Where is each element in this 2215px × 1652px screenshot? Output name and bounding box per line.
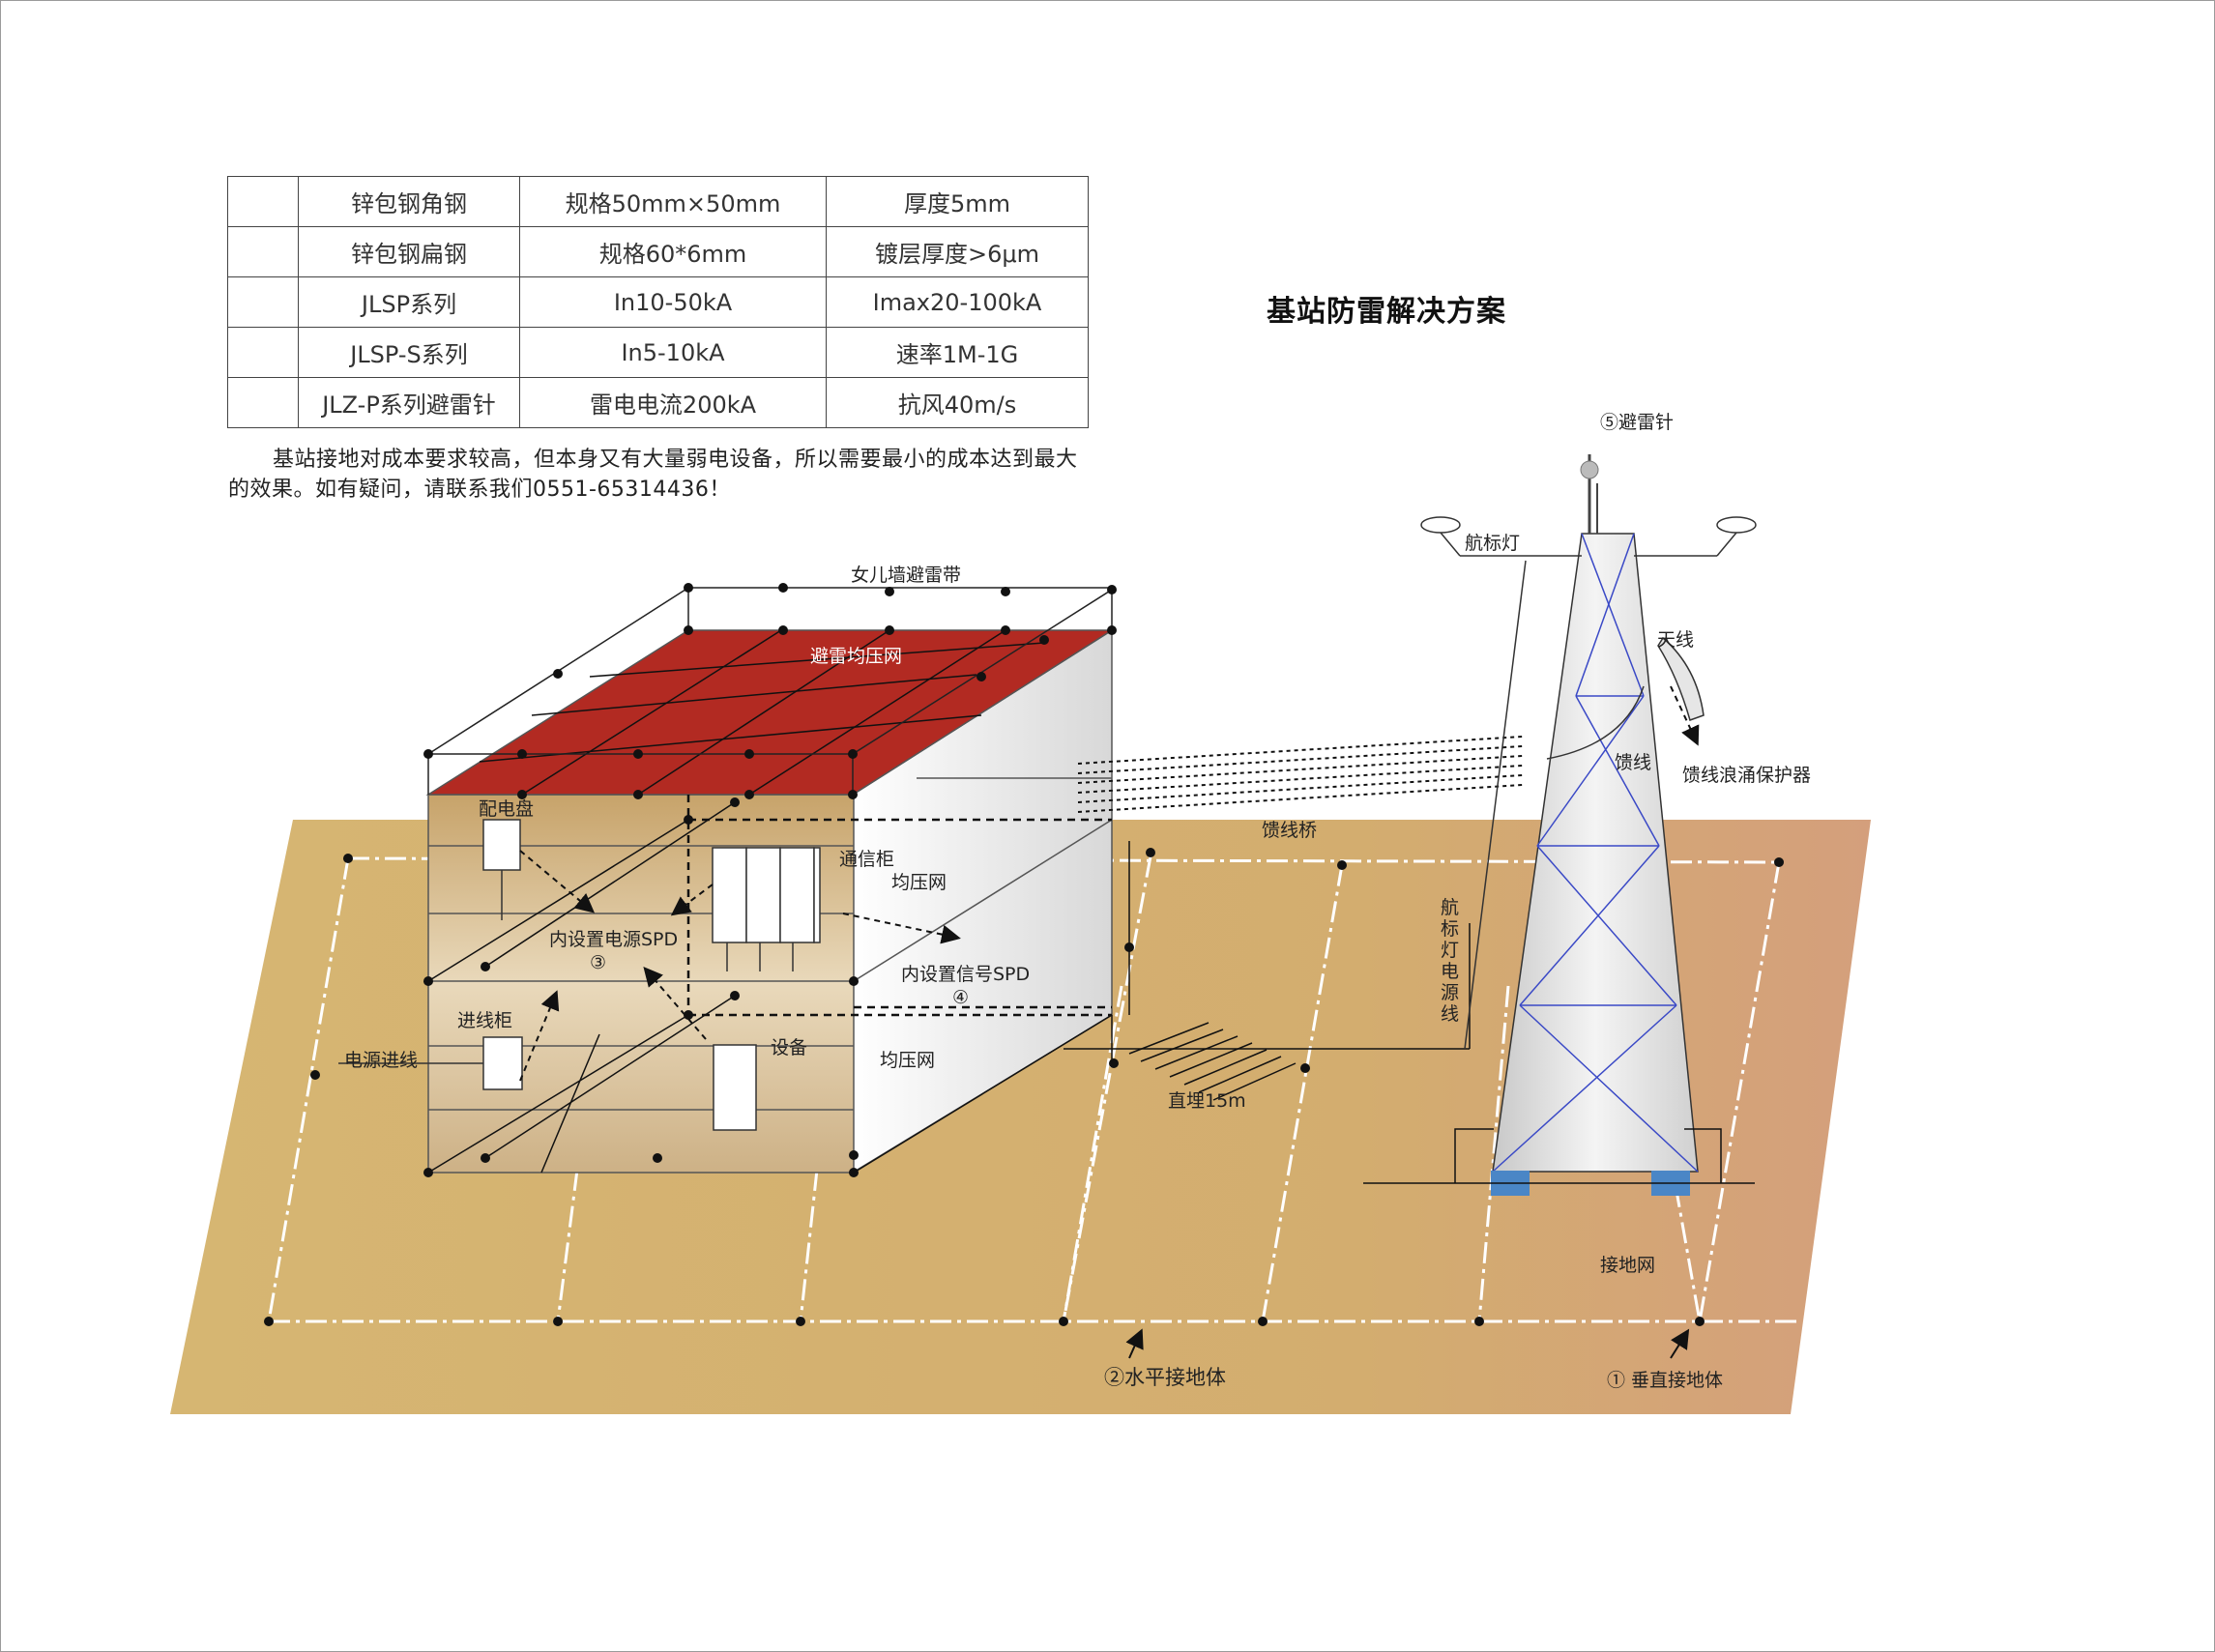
feeder-bridge-label: 馈线桥 (1262, 820, 1317, 841)
nav-power-label: 航标灯电源线 (1441, 897, 1459, 1025)
equipotential-lower-label: 均压网 (880, 1050, 935, 1071)
comm-cabinet-label: 通信柜 (839, 849, 894, 870)
buried-label: 直埋15m (1168, 1090, 1246, 1112)
power-spd-label: 内设置电源SPD (549, 929, 678, 950)
roof-mesh-label: 避雷均压网 (810, 646, 902, 667)
nav-light-label: 航标灯 (1465, 533, 1520, 554)
incoming-cabinet-box (483, 1037, 522, 1089)
feeder-label: 馈线 (1615, 752, 1651, 773)
vertical-grounding-label: ① 垂直接地体 (1607, 1370, 1723, 1391)
equipment-label: 设备 (771, 1037, 807, 1058)
feeder-bridge (1078, 737, 1523, 812)
antenna-label: 天线 (1657, 629, 1694, 651)
grounding-grid-label: 接地网 (1600, 1255, 1655, 1276)
horizontal-grounding-label: ②水平接地体 (1104, 1366, 1226, 1389)
feeder-surge-label: 馈线浪涌保护器 (1682, 765, 1811, 786)
comm-cabinet-box (713, 848, 820, 942)
equipotential-upper-label: 均压网 (891, 872, 947, 893)
parapet-belt-label: 女儿墙避雷带 (851, 565, 961, 586)
equipment-box (714, 1045, 756, 1130)
power-inlet-label: 电源进线 (344, 1050, 418, 1071)
distribution-panel-box (483, 820, 520, 870)
signal-spd-label: 内设置信号SPD (901, 964, 1030, 985)
lightning-rod-ball (1581, 461, 1598, 478)
lightning-rod-label: ⑤避雷针 (1600, 412, 1674, 433)
incoming-cabinet-label: 进线柜 (457, 1010, 512, 1031)
signal-spd-number: ④ (952, 987, 969, 1008)
power-spd-number: ③ (590, 952, 606, 973)
distribution-panel-label: 配电盘 (479, 798, 534, 820)
